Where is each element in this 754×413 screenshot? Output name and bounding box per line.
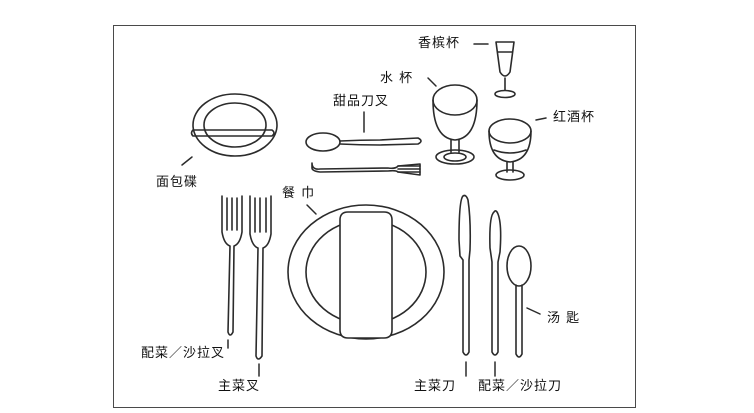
- leader-lines: [181, 43, 547, 377]
- dinner-knife-label: 主菜刀: [414, 379, 457, 394]
- water-glass-label: 水 杯: [380, 71, 414, 86]
- salad-fork-label: 配菜／沙拉叉: [141, 346, 226, 361]
- salad-knife-label: 配菜／沙拉刀: [478, 379, 563, 394]
- bread-plate-icon: [190, 93, 278, 157]
- dinner-fork-label: 主菜叉: [218, 379, 261, 394]
- champagne-glass-label: 香槟杯: [418, 36, 461, 51]
- salad-knife-icon: [489, 210, 502, 356]
- dinner-fork-icon: [249, 195, 272, 360]
- soup-spoon-icon: [506, 245, 532, 358]
- bread-plate-label: 面包碟: [156, 175, 199, 190]
- soup-spoon-label: 汤 匙: [547, 311, 581, 326]
- champagne-glass-icon: [494, 41, 516, 99]
- red-wine-glass-label: 红酒杯: [553, 110, 596, 125]
- red-wine-glass-icon: [488, 118, 532, 181]
- salad-fork-icon: [221, 195, 243, 336]
- dessert-cutlery-label: 甜品刀叉: [333, 94, 390, 109]
- napkin-label: 餐 巾: [282, 186, 316, 201]
- diagram-frame: [113, 25, 636, 408]
- water-glass-icon: [432, 84, 478, 165]
- dessert-spoon-icon: [305, 132, 422, 152]
- dessert-fork-icon: [311, 162, 421, 176]
- dinner-knife-icon: [458, 194, 472, 356]
- napkin-icon: [339, 211, 393, 339]
